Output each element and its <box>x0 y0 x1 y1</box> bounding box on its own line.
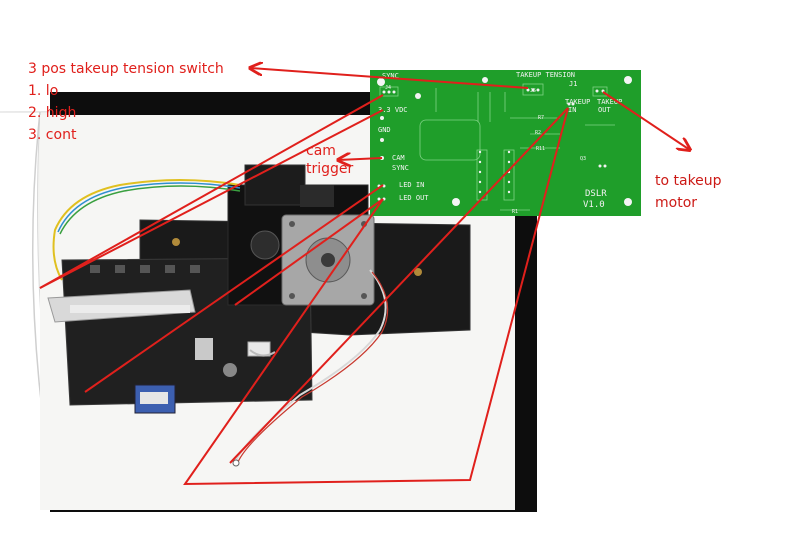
pcb-label-takeup-out-1: TAKEUP <box>597 98 622 106</box>
pcb-label-q3: Q3 <box>580 156 586 162</box>
pcb-board <box>370 70 641 216</box>
line-led-in <box>84 184 384 393</box>
pcb-label-takeup-out: OUT <box>598 106 611 114</box>
line-sync-to-board <box>39 94 384 289</box>
pcb-label-j1: J1 <box>569 80 577 88</box>
arrow-takeup-motor <box>602 91 690 150</box>
wire-bundle <box>52 179 241 281</box>
pcb-label-sync: SYNC <box>382 72 399 80</box>
switch-option-1: 1. lo <box>28 83 59 99</box>
pcb-label-cam: CAM <box>392 154 405 162</box>
arrow-cam-trigger <box>338 158 383 160</box>
pcb-label-r1: R1 <box>512 209 518 215</box>
pcb-label-gnd: GND <box>378 126 391 134</box>
takeup-motor-line1: to takeup <box>655 173 722 189</box>
pcb-label-takeup-tension: TAKEUP TENSION <box>516 71 575 79</box>
switch-option-3: 3. cont <box>28 127 77 143</box>
pcb-label-led-in: LED IN <box>399 181 424 189</box>
takeup-motor-line2: motor <box>655 195 698 211</box>
line-takeup-in <box>229 107 569 464</box>
pcb-label-vdc: 3.3 VDC <box>378 106 408 114</box>
line-takeup-loop <box>183 107 569 486</box>
pcb-label-cam-sync: SYNC <box>392 164 409 172</box>
pcb-label-r2: R2 <box>535 130 541 136</box>
pcb-label-j4: J4 <box>385 85 391 91</box>
pcb-label-led-out: LED OUT <box>399 194 429 202</box>
pcb-label-r7: R7 <box>538 115 544 121</box>
line-vdc-to-board <box>39 109 384 289</box>
pcb-label-j5: J5 <box>530 88 536 94</box>
pcb-label-takeup-in-2: IN <box>568 106 576 114</box>
cam-trigger-line2: trigger <box>306 161 354 177</box>
pcb-label-takeup-in-1: TAKEUP <box>565 98 590 106</box>
arrow-switch <box>250 68 529 89</box>
pcb-label-dslr: DSLR <box>585 189 607 199</box>
pcb-label-r11: R11 <box>536 146 545 152</box>
switch-annotation: 3 pos takeup tension switch 1. lo 2. hig… <box>28 58 224 146</box>
housing-label-open: Open <box>306 170 318 176</box>
takeup-motor-annotation: to takeup motor <box>655 170 722 214</box>
line-led-out <box>234 198 384 306</box>
cam-trigger-line1: cam <box>306 143 336 159</box>
cam-trigger-annotation: cam trigger <box>306 142 353 178</box>
switch-option-2: 2. high <box>28 105 77 121</box>
pcb-label-version: V1.0 <box>583 200 605 210</box>
switch-annotation-title: 3 pos takeup tension switch <box>28 61 224 77</box>
